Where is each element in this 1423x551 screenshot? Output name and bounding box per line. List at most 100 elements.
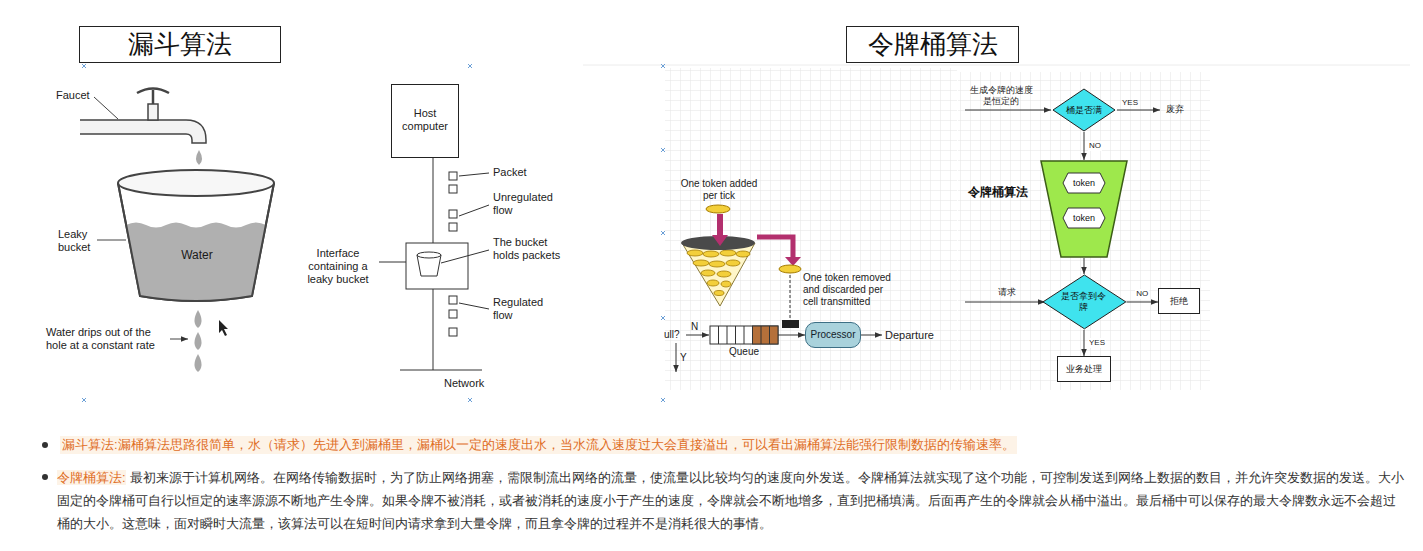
bucket-body: [118, 183, 274, 301]
token-bucket-illustration: [717, 214, 723, 236]
network-illustration: [449, 296, 457, 304]
process-box: 业务处理: [1057, 356, 1111, 382]
hexagon-shape: [1063, 173, 1105, 193]
flow-arrow: [1117, 110, 1160, 111]
edge-label: NO: [1135, 289, 1149, 299]
token-bucket-trapezoid: 令牌桶算法tokentoken: [1040, 160, 1128, 258]
annotation-label: Queue: [729, 346, 759, 358]
corner-mark: [661, 231, 665, 235]
token-bucket-illustration: [720, 250, 736, 256]
annotation-label: Y: [680, 352, 687, 364]
faucet-illustration: [148, 104, 158, 120]
annotation-label: Regulated flow: [493, 296, 553, 322]
annotation-label: Water drips out of the hole at a constan…: [46, 326, 168, 352]
bucket-rim: [118, 170, 274, 196]
node-text: token: [1073, 213, 1095, 224]
corner-mark: [661, 64, 665, 68]
bullet-dot: [42, 442, 48, 480]
flow-arrow: [1126, 301, 1158, 302]
token-bucket-illustration: [693, 260, 709, 266]
token-bucket-illustration: [717, 271, 731, 277]
water-drop: [195, 354, 202, 372]
token-bucket-illustration: [736, 251, 750, 257]
corner-mark: [468, 64, 472, 68]
queue-illustration: [718, 326, 719, 344]
token-bucket-illustration: [709, 261, 725, 267]
grid-background: [583, 65, 1410, 66]
queue-illustration: [761, 326, 762, 344]
host-computer-box: Host computer: [391, 84, 459, 158]
faucet-illustration: [80, 89, 206, 144]
annotation-label: Network: [444, 377, 484, 390]
bullet-text: 最初来源于计算机网络。在网络传输数据时，为了防止网络拥塞，需限制流出网络的流量，…: [57, 470, 1404, 531]
decision-diamond: 是否拿到令牌: [1042, 274, 1127, 330]
network-illustration: [417, 252, 441, 258]
node-text: 令牌桶算法: [868, 29, 998, 60]
flow-arrow: [1083, 330, 1084, 356]
annotation-label: Interface containing a leaky bucket: [300, 247, 376, 287]
token-bucket-illustration: [687, 250, 750, 296]
token-hexagon: token: [1062, 172, 1106, 194]
bullet-paragraph: 令牌桶算法:最初来源于计算机网络。在网络传输数据时，为了防止网络拥塞，需限制流出…: [57, 466, 1407, 535]
corner-mark: [82, 64, 86, 68]
grid-background: [958, 72, 1210, 390]
network-illustration: [433, 158, 434, 243]
flow-arrow: [1084, 258, 1085, 274]
leader-line: [459, 303, 489, 309]
title-box: 令牌桶算法: [846, 26, 1019, 63]
queue-illustration: [752, 326, 753, 344]
annotation-label: Faucet: [56, 89, 90, 102]
flow-arrow: [965, 110, 1160, 302]
node-text: 是否拿到令牌: [1061, 291, 1107, 313]
corner-mark: [661, 316, 665, 320]
grid-background: [665, 68, 957, 390]
annotation-label: 废弃: [1166, 104, 1184, 115]
decision-diamond-shape: [1053, 89, 1115, 131]
decision-diamond-shape: [1043, 275, 1126, 329]
leaky-bucket-outline: [116, 168, 278, 306]
token-hexagon: token: [1062, 207, 1106, 229]
leader-line: [459, 173, 489, 176]
token-bucket-illustration: [707, 280, 719, 286]
leader-line: [170, 339, 188, 340]
annotation-label: Leaky bucket: [58, 228, 104, 254]
token-bucket-illustration: [790, 275, 791, 319]
leader-line: [97, 240, 126, 241]
annotation-label: Departure: [885, 329, 934, 342]
trapezoid-shape: [1041, 161, 1127, 257]
token-bucket-illustration: [701, 270, 715, 276]
annotation-label: The bucket holds packets: [493, 236, 561, 262]
annotation-label: YES: [1122, 98, 1138, 108]
flow-arrow: [965, 110, 1051, 111]
network-illustration: [449, 185, 457, 193]
token-bucket-illustration: [681, 236, 755, 250]
node-text: Water: [116, 248, 278, 262]
annotation-label: Packet: [493, 166, 527, 179]
network-illustration: [406, 243, 468, 289]
leader-line: [459, 205, 489, 216]
title-box: 漏斗算法: [79, 26, 281, 63]
corner-mark: [468, 398, 472, 402]
processor-box: Processor: [805, 322, 860, 348]
node-text: 桶是否满: [1066, 105, 1102, 116]
leader-line: [379, 262, 406, 263]
hexagon-shape: [1063, 208, 1105, 228]
network-illustration: [433, 289, 434, 370]
queue-illustration: [676, 326, 882, 372]
bucket-heading: 令牌桶算法: [968, 185, 1028, 199]
decision-diamond: 桶是否满: [1052, 88, 1116, 132]
token-bucket-illustration: [687, 250, 703, 256]
token-bucket-illustration: [782, 320, 799, 328]
queue-illustration: [735, 326, 736, 344]
token-bucket-illustration: [757, 237, 793, 258]
annotation-label: N: [691, 321, 698, 333]
annotation-label: 请求: [998, 287, 1016, 298]
queue-illustration: [860, 335, 882, 336]
edge-label: YES: [1088, 338, 1106, 348]
annotation-label: One token added per tick: [676, 178, 762, 202]
corner-mark: [661, 148, 665, 152]
bullet-dot: [42, 442, 48, 448]
token-bucket-illustration: [726, 260, 740, 266]
corner-mark: [661, 398, 665, 402]
